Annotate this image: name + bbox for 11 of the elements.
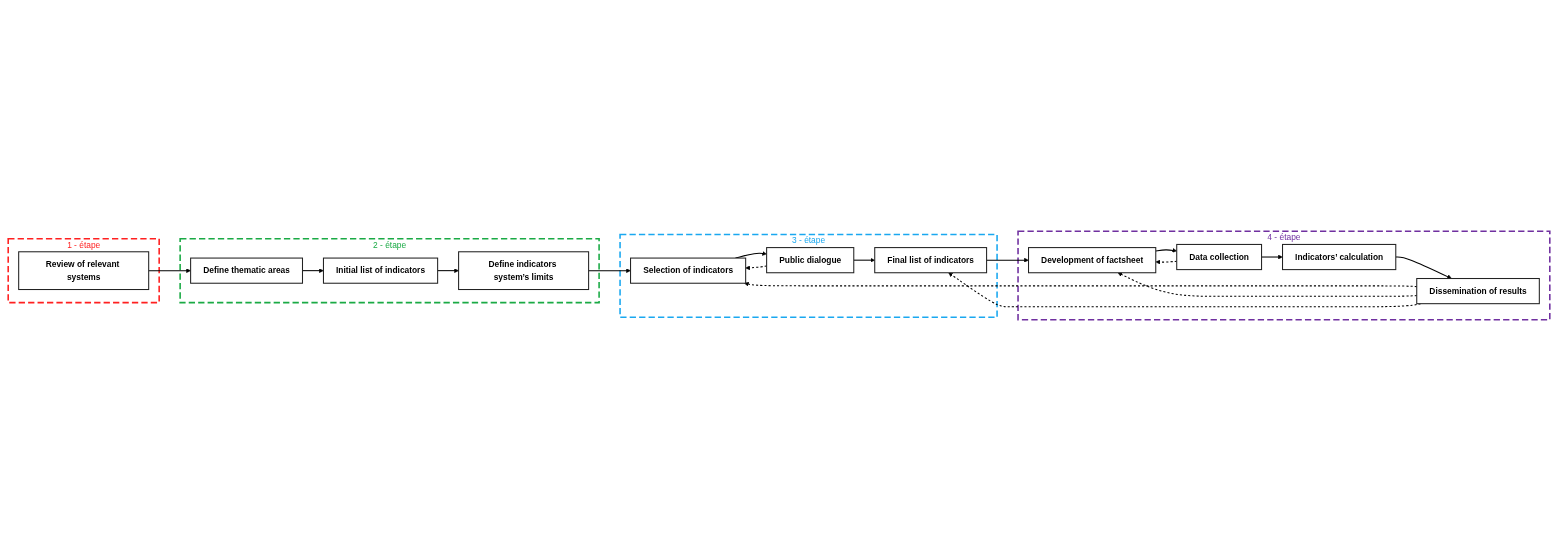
node-box: Initial list of indicators xyxy=(322,257,438,284)
node-box: Final list of indicators xyxy=(873,246,987,273)
node-box: Selection of indicators xyxy=(629,257,746,284)
node-box: Data collection xyxy=(1175,243,1262,270)
node-box: Define thematic areas xyxy=(189,257,303,284)
node-box: Development of factsheet xyxy=(1027,246,1156,273)
node-box: Define indicators system’s limits xyxy=(457,250,589,290)
node-box: Dissemination of results xyxy=(1415,277,1540,304)
node-box: Review of relevant systems xyxy=(17,250,149,290)
node-box: Indicators’ calculation xyxy=(1281,243,1396,270)
node-box: Public dialogue xyxy=(765,246,854,273)
